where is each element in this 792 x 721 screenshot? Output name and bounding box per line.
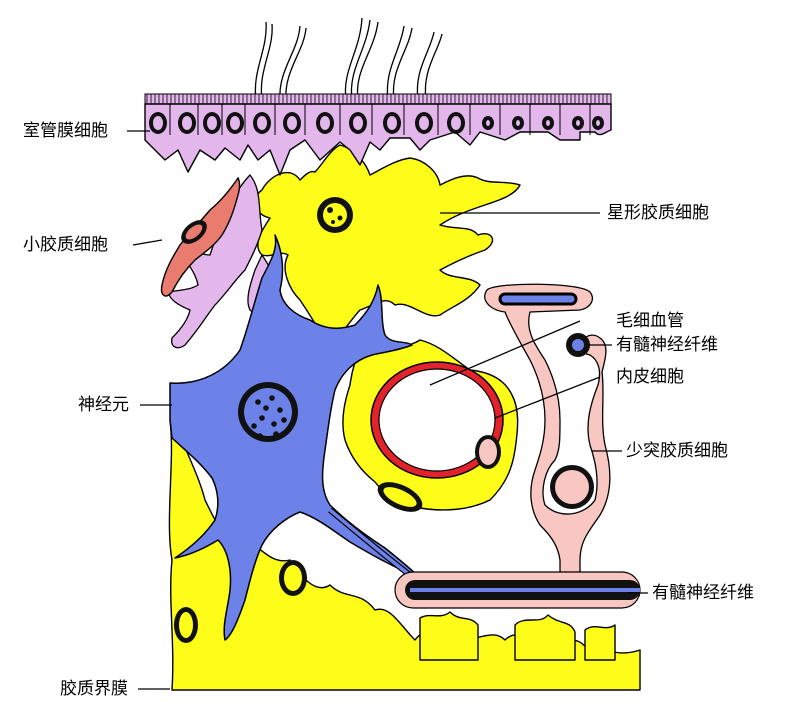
label-myelinated-fiber-upper: 有髓神经纤维 [616, 335, 718, 355]
label-glia-limitans: 胶质界膜 [60, 679, 128, 699]
microglia-cell [160, 176, 241, 297]
label-microglia: 小胶质细胞 [23, 235, 108, 255]
label-oligodendrocyte: 少突胶质细胞 [626, 441, 728, 461]
astrocyte-nucleus-lower [279, 560, 307, 596]
label-ependymal-cell: 室管膜细胞 [23, 121, 108, 141]
label-endothelial-cell: 内皮细胞 [616, 367, 684, 387]
astrocyte-nucleus [317, 197, 353, 233]
oligodendrocyte [484, 283, 611, 581]
glial-nucleus [377, 482, 423, 512]
label-neuron: 神经元 [78, 395, 129, 415]
label-myelinated-fiber-lower: 有髓神经纤维 [652, 583, 754, 603]
myelinated-fiber [394, 571, 641, 609]
astrocyte-nucleus-left [174, 607, 198, 643]
ependymal-layer [144, 17, 612, 176]
ependymal-cilia [254, 17, 443, 101]
capillary [370, 361, 504, 479]
leader-lines [127, 130, 648, 690]
label-capillary: 毛细血管 [616, 311, 684, 331]
label-astrocyte: 星形胶质细胞 [607, 203, 709, 223]
